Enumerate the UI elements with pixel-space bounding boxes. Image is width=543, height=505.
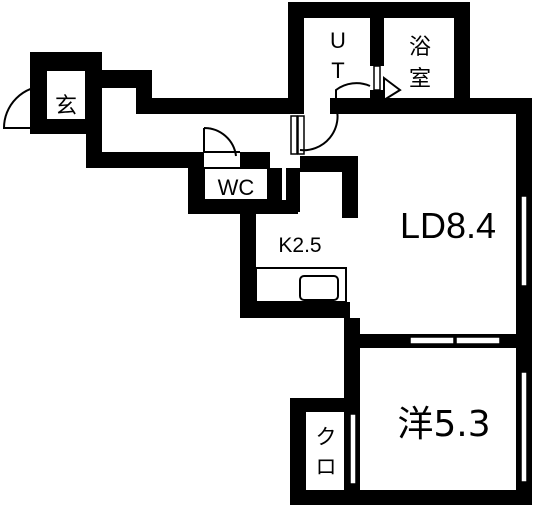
label-living-dining: LD8.4 [400, 205, 496, 246]
wall-ld-left-stub-top [300, 156, 358, 172]
kitchen-sink [299, 275, 339, 301]
wall-entrance-top [30, 52, 102, 70]
wall-ut-bath-divider-a [370, 2, 384, 66]
window-ut-bath-door [373, 65, 381, 91]
label-closet-1: ク [316, 425, 337, 449]
door-bath-swing [383, 76, 402, 102]
wall-wc-right-b [286, 168, 300, 212]
wall-closet-left [290, 398, 306, 505]
wall-ld-left-stub [342, 158, 358, 218]
label-utility-u: U [330, 28, 346, 53]
wall-kitchen-left [240, 200, 256, 318]
wall-ut-left [288, 2, 304, 114]
label-utility-t: T [331, 58, 344, 83]
label-toilet: WC [218, 175, 255, 200]
wall-ld-top [330, 98, 530, 114]
wall-closet-top [290, 398, 360, 412]
kitchen-counter [255, 267, 347, 303]
label-entrance: 玄 [55, 94, 77, 119]
window-western-right [520, 371, 528, 483]
label-bath-2: 室 [409, 67, 431, 92]
wc-room [203, 167, 269, 201]
label-closet-2: ロ [316, 455, 337, 479]
window-closet-door [349, 413, 357, 485]
wall-wc-top [240, 152, 270, 168]
labels: 玄 U T 浴 室 WC K2.5 LD8.4 洋5.3 ク ロ [55, 28, 496, 479]
wall-entrance-inner [86, 70, 102, 165]
entrance-floor [45, 69, 87, 121]
wall-western-bottom [290, 490, 532, 505]
wall-wc-right-a [268, 168, 282, 212]
wall-bath-right [454, 2, 470, 114]
door-ut-swing [299, 82, 371, 152]
wall-corridor-top-c [136, 98, 292, 114]
fixtures [45, 69, 347, 303]
label-western-room: 洋5.3 [397, 404, 490, 445]
window-corridor-opening-b [297, 115, 305, 155]
label-bath-1: 浴 [409, 35, 431, 60]
windows [290, 65, 528, 485]
window-corridor-opening-a [290, 115, 298, 155]
wall-corridor-bottom [86, 152, 192, 168]
wall-corridor-top-a [86, 70, 152, 88]
label-kitchen: K2.5 [278, 234, 321, 257]
window-ld-right [520, 195, 528, 287]
walls [30, 2, 532, 505]
wall-kitchen-bottom [240, 302, 350, 318]
window-divider-b [455, 336, 501, 345]
window-divider-a [409, 336, 455, 345]
wall-entrance-left [30, 52, 46, 132]
wall-wc-left [188, 152, 204, 214]
